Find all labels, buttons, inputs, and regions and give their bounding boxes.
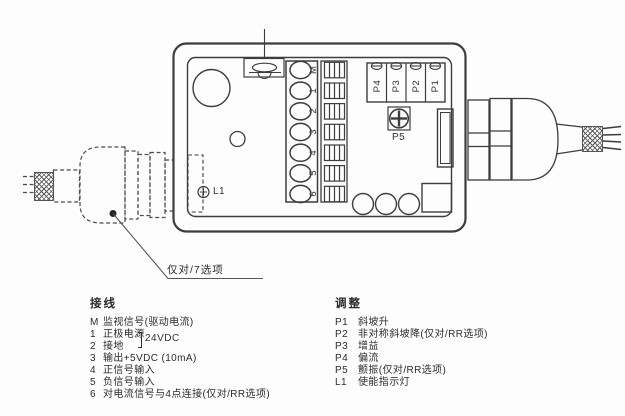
terminal-label-2: 2 [307, 108, 319, 114]
24vdc-brace [138, 332, 142, 348]
side-connector [436, 108, 454, 168]
pot-label-p5: P5 [392, 132, 406, 143]
terminal-label-1: 1 [307, 88, 319, 94]
terminal-label-6: 6 [307, 191, 319, 197]
pot-label-p4: P4 [371, 79, 383, 93]
housing-outline [172, 42, 467, 233]
pot-p5 [387, 106, 411, 131]
terminal-label-4: 4 [307, 150, 319, 156]
pot-label-p2: P2 [410, 79, 422, 93]
wiring-heading: 接线 [90, 298, 117, 310]
pot-label-p1: P1 [429, 79, 441, 93]
pot-screws [370, 62, 442, 70]
terminal-label-m: M [307, 66, 319, 74]
terminal-label-5: 5 [307, 170, 319, 176]
led-label-l1: L1 [213, 186, 226, 197]
mounting-screw [243, 29, 285, 80]
option-zone-dashed [187, 154, 204, 213]
left-cable-gland-optional [23, 146, 175, 224]
pot-bank-p1-p4 [366, 62, 446, 103]
terminal-clamp-column [320, 60, 348, 203]
adjust-heading: 调整 [335, 298, 362, 310]
interior-holes [192, 68, 246, 148]
left-gland-callout-leader [109, 210, 263, 280]
pot-label-p3: P3 [390, 79, 402, 93]
left-gland-option-note: 仅对/7选项 [167, 264, 224, 276]
terminal-label-3: 3 [307, 129, 319, 135]
clamp-cells [323, 61, 346, 203]
l1-led-screw [197, 185, 210, 199]
right-cable-gland [467, 97, 622, 181]
right-gland-wires [602, 125, 622, 151]
bottom-holes [351, 182, 453, 216]
terminal-screw-column [285, 60, 319, 204]
24vdc-label: 24VDC [145, 333, 180, 344]
right-cable-mesh [582, 125, 603, 152]
left-cable-mesh [33, 171, 54, 201]
